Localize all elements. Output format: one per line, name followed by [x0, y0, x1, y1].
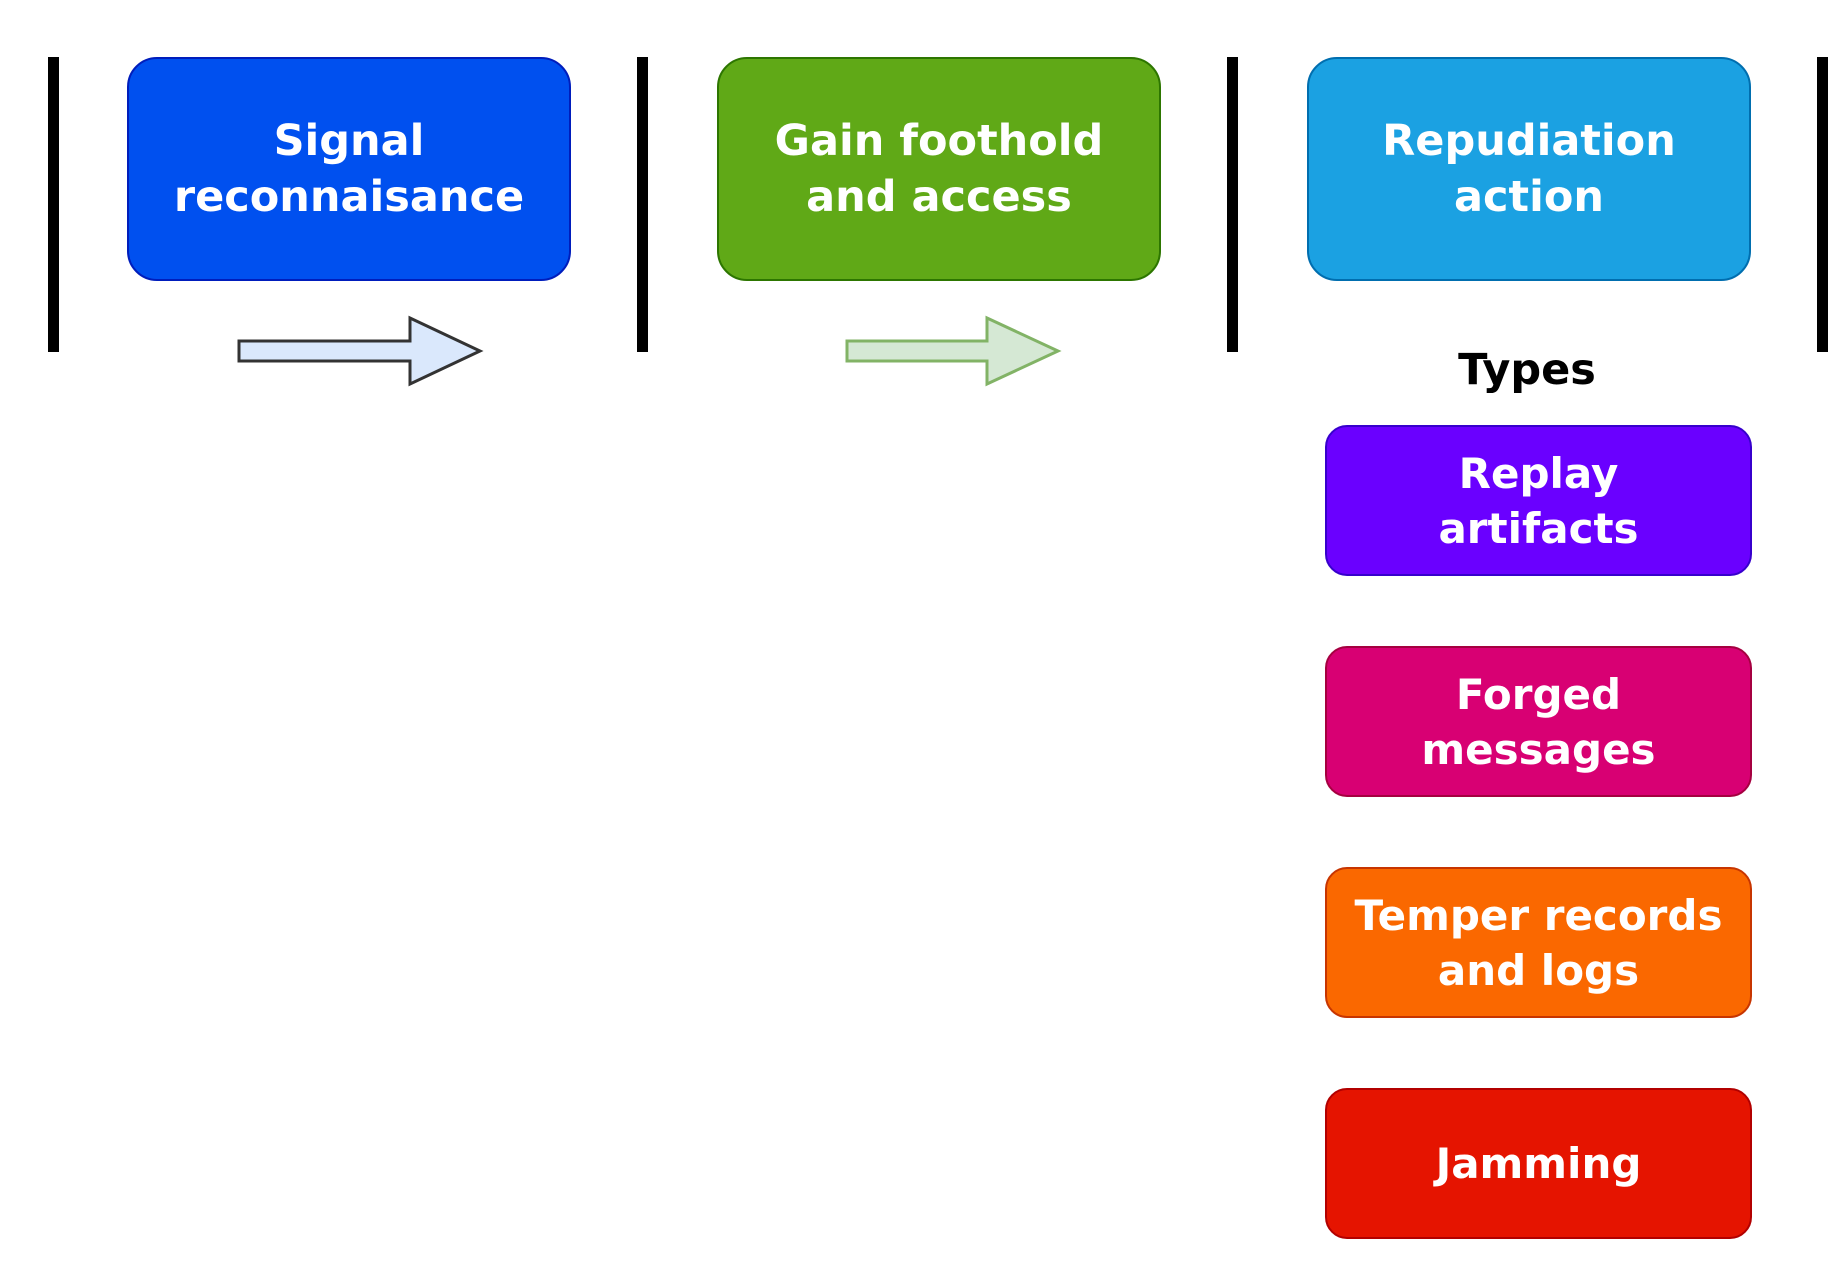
stage-gain-foothold: Gain foothold and access — [717, 57, 1161, 281]
type-temper-records: Temper records and logs — [1325, 867, 1752, 1018]
stage-repudiation-action: Repudiation action — [1307, 57, 1751, 281]
types-heading: Types — [1458, 345, 1596, 395]
flow-arrow-right-icon — [845, 315, 1062, 387]
flow-arrow-shape — [845, 315, 1062, 387]
stage-divider — [48, 57, 59, 352]
type-replay-artifacts: Replay artifacts — [1325, 425, 1752, 576]
stage-divider — [1227, 57, 1238, 352]
stage-divider — [1817, 57, 1828, 352]
type-jamming: Jamming — [1325, 1088, 1752, 1239]
stage-divider — [637, 57, 648, 352]
type-forged-messages: Forged messages — [1325, 646, 1752, 797]
flow-arrow-right-icon — [237, 315, 484, 387]
stage-signal-reconnaissance: Signal reconnaisance — [127, 57, 571, 281]
flow-arrow-shape — [237, 315, 484, 387]
